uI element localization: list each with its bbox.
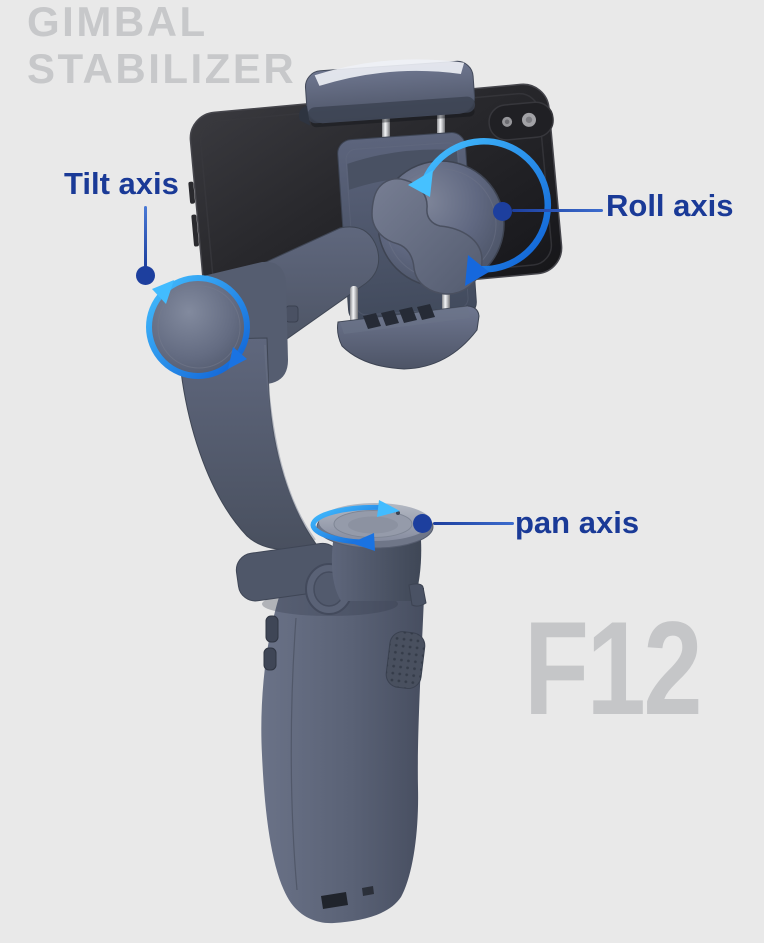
brand-title-line1: GIMBAL bbox=[27, 0, 208, 45]
handle-button bbox=[263, 647, 277, 671]
phone-side-button bbox=[191, 214, 199, 247]
brand-title: GIMBAL STABILIZER bbox=[27, 0, 296, 92]
clamp-top-jaw bbox=[299, 59, 476, 128]
main-arm bbox=[177, 337, 317, 550]
roll-leader-dot bbox=[493, 202, 512, 221]
brand-title-line2: STABILIZER bbox=[27, 45, 297, 93]
tilt-rotation-arrow-icon bbox=[146, 275, 250, 379]
phone-camera-icon bbox=[488, 101, 554, 141]
pan-axis-label: pan axis bbox=[515, 505, 640, 540]
phone-side-button bbox=[188, 181, 196, 204]
clamp-bottom-jaw bbox=[337, 304, 480, 370]
model-name: F12 bbox=[524, 595, 703, 743]
handle-port-slot bbox=[321, 892, 348, 909]
handle bbox=[261, 588, 426, 924]
pan-rotation-arrow-icon bbox=[310, 500, 400, 551]
arm-latch-tab bbox=[285, 305, 299, 323]
tilt-axis-label: Tilt axis bbox=[64, 166, 179, 201]
handle-grip-texture bbox=[385, 631, 426, 689]
tilt-leader-dot bbox=[136, 266, 155, 285]
pan-motor bbox=[316, 503, 434, 607]
roll-motor bbox=[371, 160, 505, 295]
tilt-leader-line bbox=[144, 206, 147, 267]
roll-leader-line bbox=[512, 209, 603, 212]
roll-rotation-arrow-icon bbox=[408, 138, 552, 286]
pan-leader-dot bbox=[413, 514, 432, 533]
pan-leader-line bbox=[433, 522, 514, 525]
handle-button bbox=[265, 615, 279, 643]
roll-axis-label: Roll axis bbox=[606, 188, 734, 223]
